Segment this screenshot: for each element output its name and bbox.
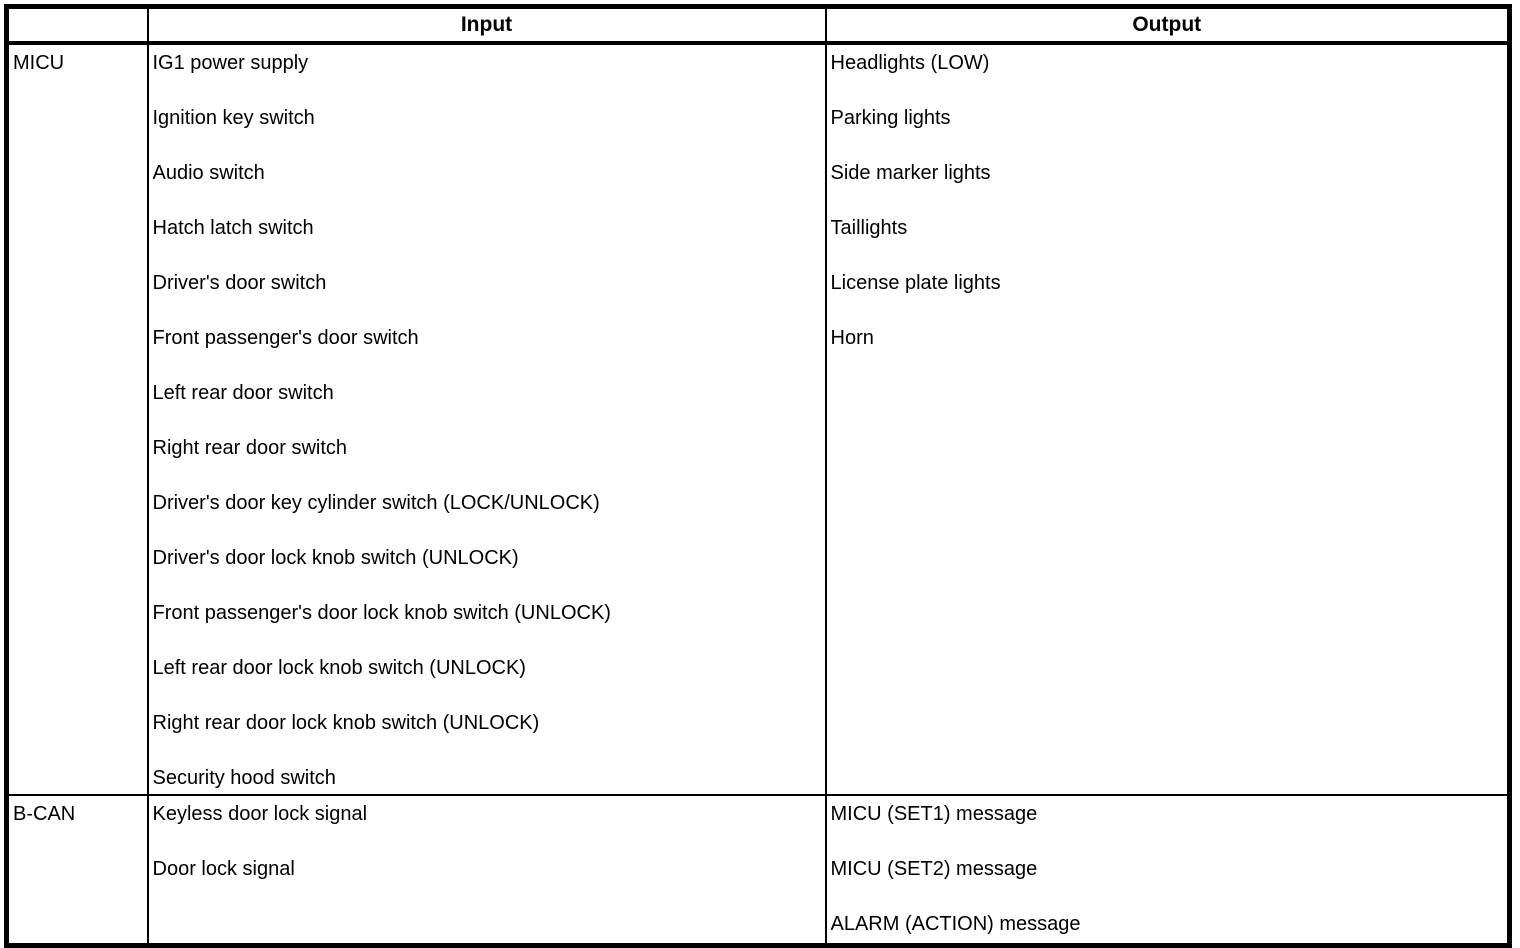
output-column-header: Output (824, 6, 1510, 45)
micu-input-item: Hatch latch switch (152, 217, 314, 239)
corner-header-cell (6, 6, 148, 45)
micu-output-item: License plate lights (830, 272, 1001, 294)
micu-output-item: Side marker lights (830, 162, 991, 184)
micu-input-item: IG1 power supply (152, 52, 309, 74)
micu-input-item: Audio switch (152, 162, 265, 184)
micu-input-item: Driver's door lock knob switch (UNLOCK) (152, 547, 519, 569)
table-header-row: Input Output (6, 6, 1510, 45)
bcan-output-item: ALARM (ACTION) message (830, 913, 1081, 935)
micu-input-item: Driver's door key cylinder switch (LOCK/… (152, 492, 600, 514)
input-column-header: Input (146, 6, 826, 45)
bcan-output-item: MICU (SET1) message (830, 803, 1038, 825)
row-label-bcan: B-CAN (6, 794, 148, 946)
micu-input-item: Front passenger's door switch (152, 327, 419, 349)
micu-input-item: Left rear door switch (152, 382, 334, 404)
micu-output-item: Headlights (LOW) (830, 52, 990, 74)
bcan-input-item: Keyless door lock signal (152, 803, 368, 825)
micu-input-item: Driver's door switch (152, 272, 327, 294)
micu-input-item: Security hood switch (152, 767, 336, 789)
micu-input-item: Right rear door lock knob switch (UNLOCK… (152, 712, 540, 734)
bcan-output-item: MICU (SET2) message (830, 858, 1038, 880)
row-label-micu: MICU (13, 52, 65, 74)
micu-output-item: Horn (830, 327, 874, 349)
micu-input-item: Right rear door switch (152, 437, 348, 459)
bcan-input-item: Door lock signal (152, 858, 295, 880)
micu-input-item: Ignition key switch (152, 107, 315, 129)
micu-input-item: Front passenger's door lock knob switch … (152, 602, 611, 624)
micu-input-item: Left rear door lock knob switch (UNLOCK) (152, 657, 526, 679)
micu-output-item: Parking lights (830, 107, 951, 129)
micu-output-item: Taillights (830, 217, 908, 239)
